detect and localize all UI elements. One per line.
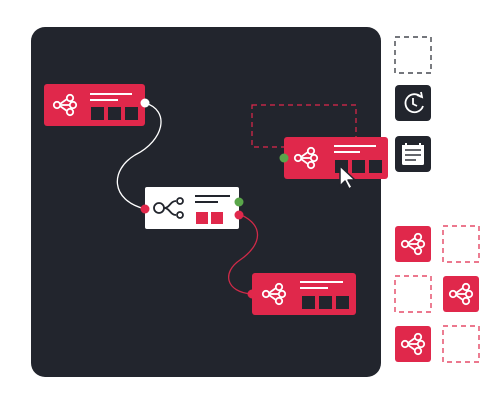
calendar-button[interactable] <box>395 136 431 172</box>
input-port[interactable] <box>140 204 150 214</box>
output-port-true[interactable] <box>234 197 244 207</box>
node-slot <box>302 296 315 309</box>
output-port[interactable] <box>140 98 150 108</box>
node-slot <box>211 212 223 224</box>
schedule-button[interactable] <box>395 85 431 121</box>
connector-center-to-bottom[interactable] <box>228 213 259 295</box>
palette-empty-slot[interactable] <box>442 225 480 263</box>
node-top-left[interactable] <box>44 84 150 126</box>
palette-item-share[interactable] <box>443 276 479 312</box>
palette-empty-slot[interactable] <box>394 275 432 313</box>
node-palette <box>394 225 480 363</box>
input-port[interactable] <box>279 153 289 163</box>
node-slot <box>91 107 104 120</box>
node-slot <box>108 107 121 120</box>
clock-refresh-icon <box>404 91 424 114</box>
palette-item-share[interactable] <box>395 326 431 362</box>
toolbar <box>394 36 432 172</box>
node-slot <box>336 296 349 309</box>
split-branch-icon <box>153 197 184 219</box>
calendar-icon <box>402 143 424 165</box>
node-slot <box>196 212 208 224</box>
node-slot <box>369 160 382 173</box>
node-center-split[interactable] <box>140 187 244 229</box>
node-dragging[interactable] <box>279 137 389 179</box>
input-port[interactable] <box>247 289 257 299</box>
dashed-placeholder-icon[interactable] <box>394 36 432 74</box>
mouse-pointer-icon <box>339 165 356 190</box>
node-slot <box>319 296 332 309</box>
node-slot <box>352 160 365 173</box>
connector-top-to-center[interactable] <box>116 102 162 210</box>
palette-item-share[interactable] <box>395 226 431 262</box>
node-bottom[interactable] <box>247 273 357 315</box>
node-slot <box>125 107 138 120</box>
output-port-false[interactable] <box>234 210 244 220</box>
palette-empty-slot[interactable] <box>442 325 480 363</box>
